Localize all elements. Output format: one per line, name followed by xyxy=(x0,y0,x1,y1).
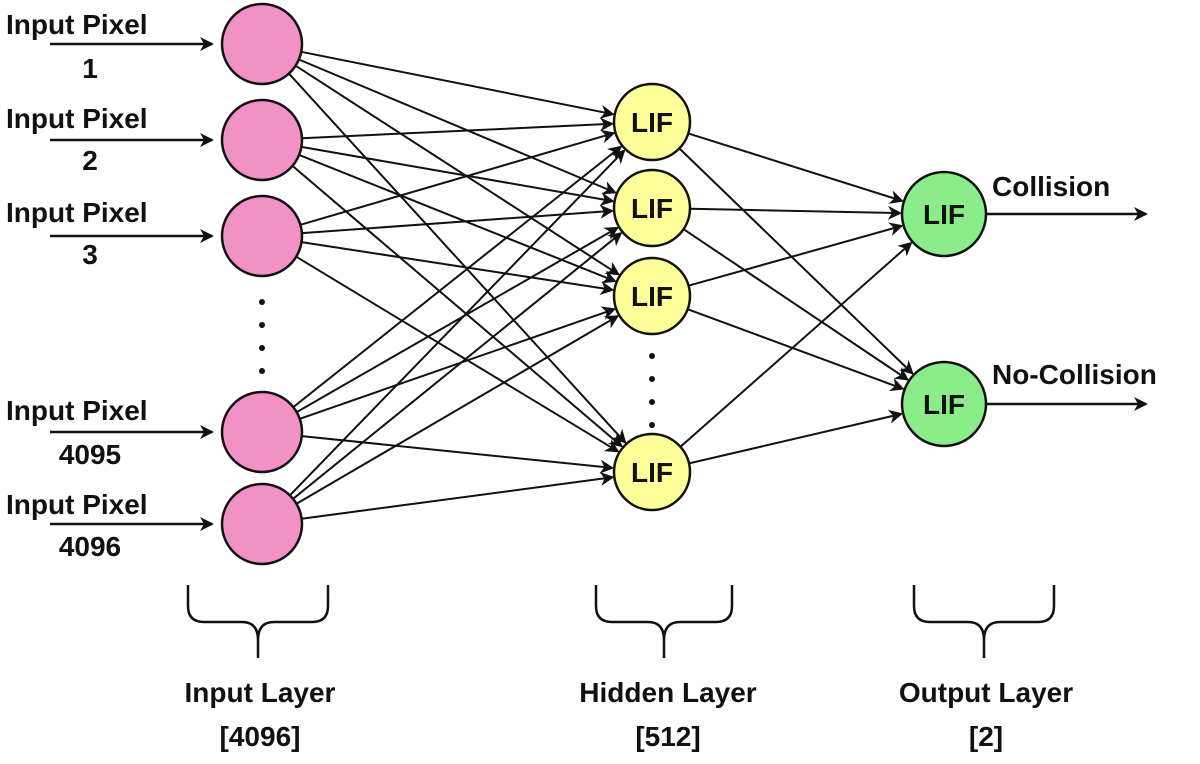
hidden-node-4-label: LIF xyxy=(631,457,673,488)
output-layer-brace xyxy=(912,585,1056,658)
output-label-no-collision: No-Collision xyxy=(992,359,1157,390)
layer-braces xyxy=(186,585,1056,658)
hidden-layer-name: Hidden Layer xyxy=(579,677,756,708)
edge-hidden-2-output-2 xyxy=(683,228,910,381)
hidden-node-4 xyxy=(612,432,692,512)
input-arrows xyxy=(50,37,214,531)
input-label-1: Input Pixel xyxy=(6,9,148,40)
edge-hidden-4-output-1 xyxy=(679,241,913,448)
edge-input-4-hidden-2 xyxy=(296,226,620,413)
input-label-4095: Input Pixel xyxy=(6,395,148,426)
input-layer-brace xyxy=(186,585,330,658)
edge-input-3-hidden-3 xyxy=(301,241,615,295)
edge-input-1-hidden-3 xyxy=(295,64,621,276)
hidden-node-1 xyxy=(612,82,692,162)
input-index-4096: 4096 xyxy=(59,531,121,562)
input-index-3: 3 xyxy=(82,239,98,270)
edge-input-4-hidden-1 xyxy=(292,145,623,408)
input-node-4096 xyxy=(220,482,304,566)
edge-input-2-hidden-2 xyxy=(301,145,615,206)
input-index-4095: 4095 xyxy=(59,439,121,470)
edge-hidden-4-output-2 xyxy=(688,409,904,465)
edge-input-1-hidden-2 xyxy=(298,58,617,195)
input-label-3: Input Pixel xyxy=(6,197,148,228)
output-node-2-label: LIF xyxy=(923,389,965,420)
edge-input-2-hidden-4 xyxy=(291,165,624,448)
input-label-2: Input Pixel xyxy=(6,103,148,134)
edge-hidden-3-output-1 xyxy=(688,222,904,287)
edge-hidden-1-output-2 xyxy=(678,147,914,375)
output-layer-size: [2] xyxy=(969,721,1003,752)
input-node-4095 xyxy=(220,390,304,474)
edge-input-5-hidden-1 xyxy=(289,149,626,496)
output-arrows xyxy=(986,207,1148,411)
edge-input-1-hidden-4 xyxy=(288,72,627,444)
edge-input-3-hidden-4 xyxy=(295,255,620,453)
layer-labels: Input Layer [4096] Hidden Layer [512] Ou… xyxy=(185,677,1074,752)
input-node-1 xyxy=(220,2,304,86)
edge-input-5-hidden-3 xyxy=(295,315,620,505)
edge-input-3-hidden-2 xyxy=(301,204,615,235)
hidden-node-2-label: LIF xyxy=(631,193,673,224)
input-label-4096: Input Pixel xyxy=(6,489,148,520)
connections xyxy=(288,50,914,520)
input-layer-nodes xyxy=(220,2,304,566)
input-labels: Input Pixel 1 Input Pixel 2 Input Pixel … xyxy=(6,9,148,562)
hidden-layer-nodes: LIF LIF LIF LIF xyxy=(612,82,692,512)
hidden-node-2 xyxy=(612,168,692,248)
hidden-ellipsis xyxy=(649,353,655,428)
output-label-collision: Collision xyxy=(992,171,1110,202)
hidden-node-3-label: LIF xyxy=(631,281,673,312)
input-layer-name: Input Layer xyxy=(185,677,336,708)
input-node-3 xyxy=(220,194,304,278)
edge-input-1-hidden-1 xyxy=(301,50,615,119)
edge-hidden-1-output-1 xyxy=(687,132,904,204)
hidden-layer-brace xyxy=(594,585,734,658)
input-ellipsis xyxy=(259,299,265,374)
output-node-1-label: LIF xyxy=(923,199,965,230)
input-layer-size: [4096] xyxy=(220,721,301,752)
edge-input-5-hidden-2 xyxy=(292,231,623,500)
hidden-node-3 xyxy=(612,256,692,336)
hidden-node-1-label: LIF xyxy=(631,107,673,138)
edge-input-4-hidden-4 xyxy=(301,435,615,474)
edge-input-3-hidden-1 xyxy=(300,129,616,226)
edge-input-2-hidden-1 xyxy=(301,117,614,140)
input-index-2: 2 xyxy=(82,145,98,176)
edge-input-5-hidden-4 xyxy=(301,471,615,520)
output-layer-nodes: LIF LIF xyxy=(900,170,988,448)
hidden-layer-size: [512] xyxy=(635,721,700,752)
edge-input-4-hidden-3 xyxy=(299,306,617,420)
input-node-2 xyxy=(220,98,304,182)
edge-hidden-2-output-1 xyxy=(689,205,902,220)
input-index-1: 1 xyxy=(82,53,98,84)
edge-hidden-3-output-2 xyxy=(687,308,905,392)
output-layer-name: Output Layer xyxy=(899,677,1073,708)
